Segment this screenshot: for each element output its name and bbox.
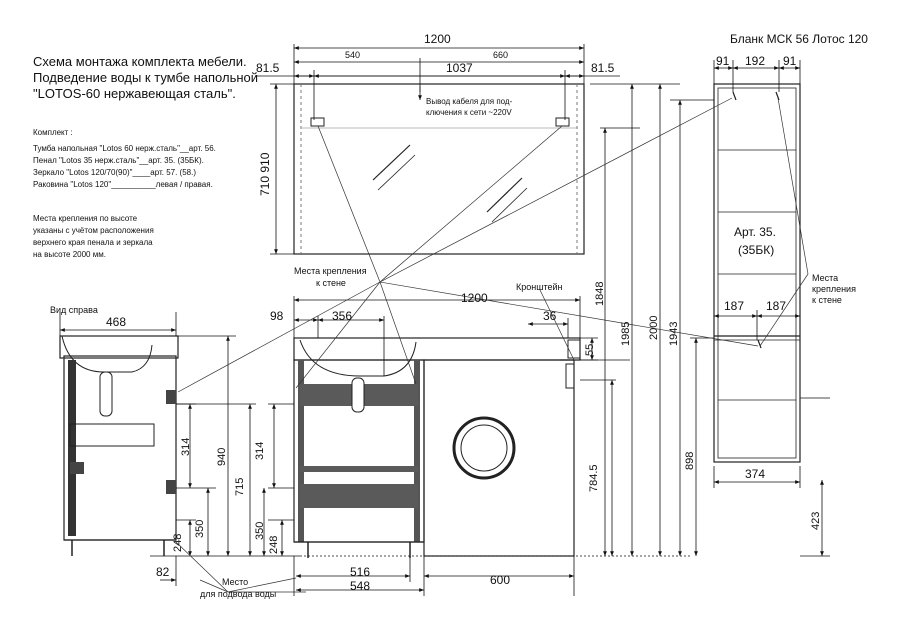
dim-pencil-91-left: 91 [716,54,730,68]
dim-side-82: 82 [156,565,170,579]
height-dimensions [560,83,830,557]
washing-machine [423,359,575,557]
dim-side-248: 248 [172,533,184,552]
pencil-case-article: Арт. 35. [734,225,776,239]
scheme-title-line3: "LOTOS-60 нержавеющая сталь". [33,86,236,101]
dim-bracket-36: 36 [543,309,557,323]
dim-mirror-right: 81.5 [591,61,615,75]
scheme-title-line1: Схема монтажа комплекта мебели. [33,54,247,69]
side-view-dimensions [59,312,300,586]
dim-pencil-91-right: 91 [783,54,797,68]
dim-cab-248: 248 [268,535,280,554]
dim-height-898: 898 [684,451,696,470]
wall-mount-label-line3: к стене [812,295,842,305]
dim-top-width: 1200 [461,291,488,305]
note-line: указаны с учётом расположения [33,226,154,235]
note-line: верхнего края пенала и зеркала [33,238,153,247]
mirror-dimensions [255,44,620,255]
dim-pencil-187-left: 187 [724,299,745,313]
dim-pencil-374: 374 [745,467,766,481]
dim-height-784-5: 784.5 [588,464,600,492]
dim-sink-98: 98 [270,309,284,323]
dim-height-1943: 1943 [668,321,680,346]
dim-side-715: 715 [234,477,246,496]
dim-cab-516: 516 [350,565,371,579]
dim-mirror-540: 540 [345,50,361,60]
mirror [293,83,585,255]
mount-leaders [175,97,809,593]
wall-mount-label-line2: крепления [812,284,856,294]
dim-pencil-187-right: 187 [766,299,787,313]
dim-cab-314: 314 [254,441,266,460]
dim-washer-600: 600 [490,573,511,587]
pencil-case-dimensions [713,60,801,488]
pencil-case [713,83,801,463]
kit-heading: Комплект : [33,128,73,137]
dim-mirror-width: 1200 [424,32,451,46]
cable-label-line1: Вывод кабеля для под- [426,97,513,106]
dim-mirror-left: 81.5 [256,61,280,75]
dim-mirror-height: 710 910 [258,152,272,196]
dim-height-423: 423 [810,511,822,530]
water-inlet-label-line2: для подвода воды [200,589,277,599]
kit-item: Раковина "Lotos 120"__________левая / пр… [33,180,213,189]
pencil-case-variant: (35БК) [738,243,775,257]
dim-side-350: 350 [194,519,206,538]
sink-top [293,337,581,377]
dim-height-1985: 1985 [620,321,632,346]
kit-item: Тумба напольная "Lotos 60 нерж.сталь"__а… [33,144,216,153]
scheme-title-line2: Подведение воды к тумбе напольной [33,70,259,85]
cabinet-dimensions [262,296,690,596]
dim-mirror-660: 660 [493,50,509,60]
dim-side-314: 314 [180,437,192,456]
note-line: на высоте 2000 мм. [33,250,106,259]
dim-cab-548: 548 [350,579,371,593]
dim-cab-350: 350 [254,521,266,540]
cabinet [293,359,425,558]
dim-mirror-mid: 1037 [446,61,473,75]
dim-pencil-192: 192 [745,54,766,68]
bracket-label: Кронштейн [516,282,563,292]
note-line: Места крепления по высоте [33,214,138,223]
wall-mount-label-line1: Места [812,273,839,283]
dim-sink-356: 356 [332,309,353,323]
mount-points-label-line1: Места крепления [294,266,367,276]
kit-item: Зеркало "Lotos 120/70(90)"____арт. 57. (… [33,168,196,177]
dim-height-1848: 1848 [594,281,606,306]
mount-points-label-line2: к стене [316,278,346,288]
dim-height-2000: 2000 [648,315,660,340]
kit-item: Пенал "Lotos 35 нерж.сталь"__арт. 35. (3… [33,156,204,165]
cable-label-line2: ключения к сети ~220V [426,108,512,117]
dim-side-940: 940 [216,447,228,466]
side-view [59,335,179,556]
side-view-label: Вид справа [50,305,98,315]
dim-side-468: 468 [106,315,127,329]
form-title: Бланк МСК 56 Лотос 120 [730,32,868,46]
dim-top-55: 55 [584,343,596,356]
water-inlet-label-line1: Место [222,577,249,587]
